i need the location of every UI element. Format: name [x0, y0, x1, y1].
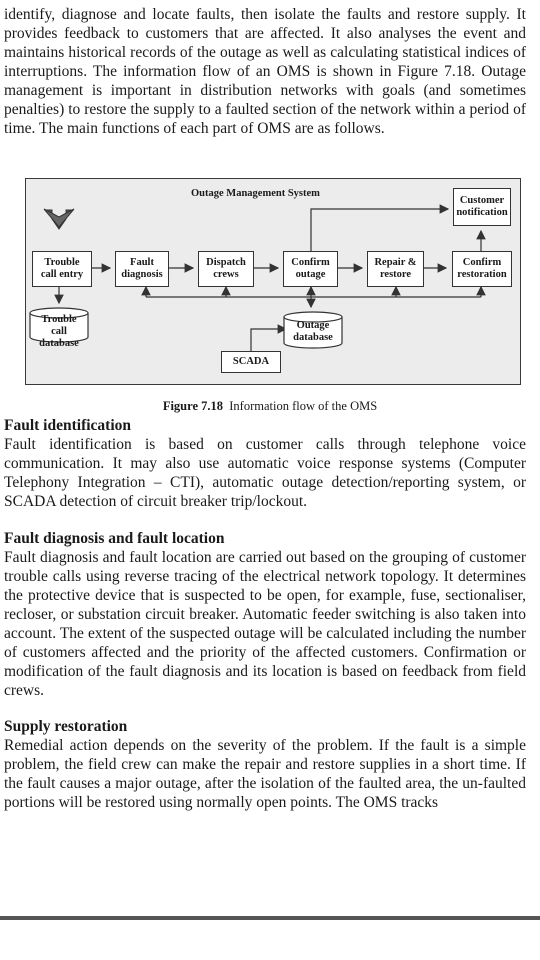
input-arrow-head [43, 208, 75, 228]
intro-paragraph: identify, diagnose and locate faults, th… [4, 6, 526, 137]
section-heading: Fault identification [4, 417, 132, 434]
section-fault-identification: Fault identification Fault identificatio… [4, 416, 526, 511]
section-supply-restoration: Supply restoration Remedial action depen… [4, 717, 526, 812]
figure-title: Outage Management System [191, 188, 320, 199]
figure-caption: Figure 7.18 Information flow of the OMS [0, 399, 540, 414]
section-body: Remedial action depends on the severity … [4, 737, 526, 811]
section-fault-diagnosis: Fault diagnosis and fault location Fault… [4, 529, 526, 700]
caption-text: Information flow of the OMS [229, 399, 378, 413]
repair-restore-box: Repair &restore [367, 251, 424, 287]
page-bottom-rule [0, 916, 540, 920]
section-body: Fault diagnosis and fault location are c… [4, 549, 526, 699]
section-body: Fault identification is based on custome… [4, 436, 526, 510]
outage-database-drum [283, 311, 343, 349]
section-heading: Fault diagnosis and fault location [4, 530, 225, 547]
section-heading: Supply restoration [4, 718, 128, 735]
scada-box: SCADA [221, 351, 281, 373]
trouble-call-database-drum [29, 307, 89, 343]
flow-arrows [29, 204, 486, 351]
caption-number: Figure 7.18 [162, 399, 224, 413]
